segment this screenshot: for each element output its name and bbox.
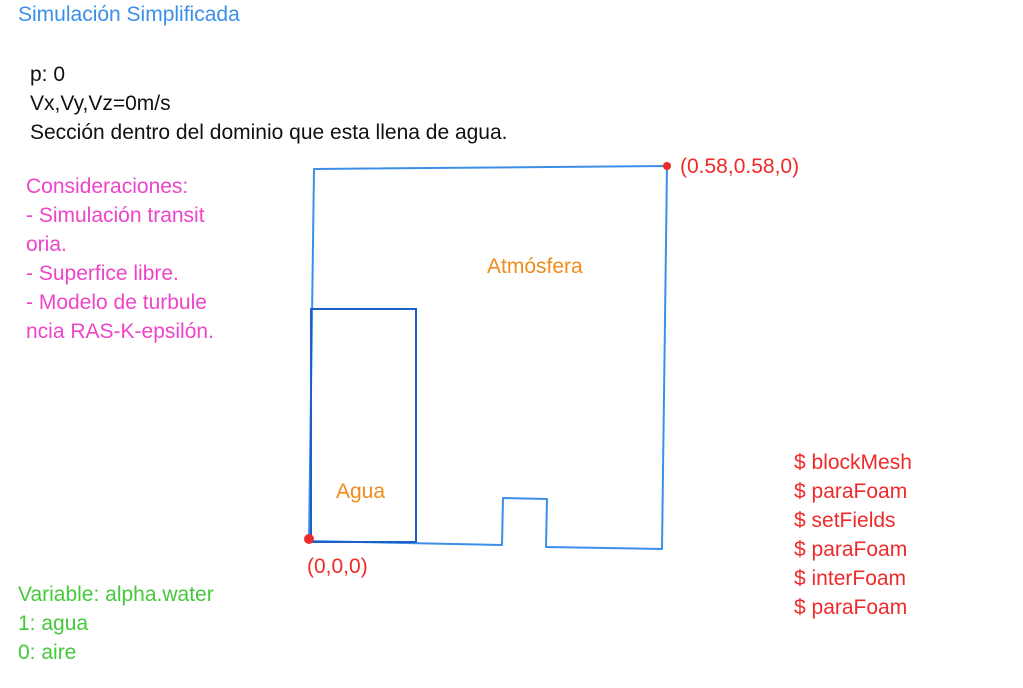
variable-value-water: 1: agua bbox=[18, 612, 89, 635]
consideration-line: - Simulación transit bbox=[26, 204, 205, 227]
top-right-coordinate-label: (0.58,0.58,0) bbox=[680, 155, 800, 178]
considerations-list: Consideraciones: - Simulación transit or… bbox=[26, 172, 214, 346]
command-line: $ interFoam bbox=[794, 567, 907, 590]
command-line: $ paraFoam bbox=[794, 596, 908, 619]
consideration-line: - Superfice libre. bbox=[26, 262, 179, 285]
command-line: $ setFields bbox=[794, 509, 896, 532]
considerations-heading: Consideraciones: bbox=[26, 175, 189, 198]
command-line: $ paraFoam bbox=[794, 538, 908, 561]
atmosphere-label: Atmósfera bbox=[487, 255, 583, 278]
variable-legend: Variable: alpha.water 1: agua 0: aire bbox=[18, 580, 214, 667]
consideration-line: oria. bbox=[26, 233, 67, 256]
water-region bbox=[310, 308, 417, 543]
command-line: $ paraFoam bbox=[794, 480, 908, 503]
initial-conditions-notes: p: 0 Vx,Vy,Vz=0m/s Sección dentro del do… bbox=[30, 60, 508, 147]
consideration-line: ncia RAS-K-epsilón. bbox=[26, 320, 214, 343]
page-title: Simulación Simplificada bbox=[18, 3, 240, 26]
origin-point bbox=[304, 534, 314, 544]
consideration-line: - Modelo de turbule bbox=[26, 291, 207, 314]
water-label: Agua bbox=[336, 480, 386, 503]
origin-coordinate-label: (0,0,0) bbox=[307, 555, 368, 578]
commands-list: $ blockMesh $ paraFoam $ setFields $ par… bbox=[794, 448, 912, 622]
domain-outline bbox=[308, 165, 668, 550]
note-water-section: Sección dentro del dominio que esta llen… bbox=[30, 121, 508, 144]
variable-name: Variable: alpha.water bbox=[18, 583, 214, 606]
note-pressure: p: 0 bbox=[30, 63, 66, 86]
variable-value-air: 0: aire bbox=[18, 641, 77, 664]
top-right-point bbox=[663, 162, 671, 170]
note-velocity: Vx,Vy,Vz=0m/s bbox=[30, 92, 171, 115]
command-line: $ blockMesh bbox=[794, 451, 912, 474]
